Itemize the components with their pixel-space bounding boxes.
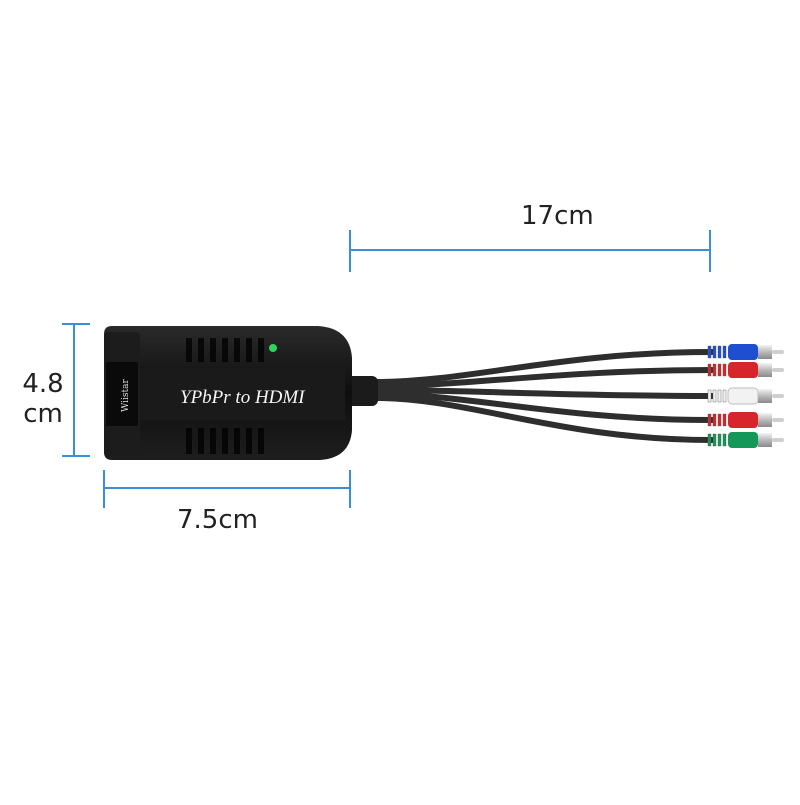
dimension-line-width [103, 470, 351, 508]
cable [373, 367, 715, 389]
brand-label: Wiistar [121, 379, 131, 412]
power-led [269, 344, 277, 352]
top-vent-grille [186, 338, 264, 362]
dimension-line-cable [349, 230, 711, 272]
cable [373, 349, 715, 385]
device-height-value: 4.8 [22, 369, 64, 399]
device-height-unit: cm [23, 398, 63, 429]
red-rca-plug [707, 362, 784, 378]
cable-bundle [373, 344, 784, 448]
cable [373, 391, 715, 423]
dimension-line-height [62, 323, 90, 457]
cable-length-label: 17cm [521, 201, 594, 231]
cable [373, 387, 715, 399]
white-rca-plug [707, 387, 784, 405]
cable [373, 395, 715, 443]
green-rca-plug [707, 432, 784, 448]
blue-rca-plug [707, 344, 784, 360]
bottom-vent-grille [186, 428, 264, 454]
device-height-label: 4.8 cm [12, 369, 74, 430]
red-rca-plug [707, 412, 784, 428]
product-print-label: YPbPr to HDMI [180, 387, 306, 408]
converter-body: Wiistar YPbPr to HDMI [104, 326, 352, 460]
device-width-label: 7.5cm [177, 505, 258, 535]
